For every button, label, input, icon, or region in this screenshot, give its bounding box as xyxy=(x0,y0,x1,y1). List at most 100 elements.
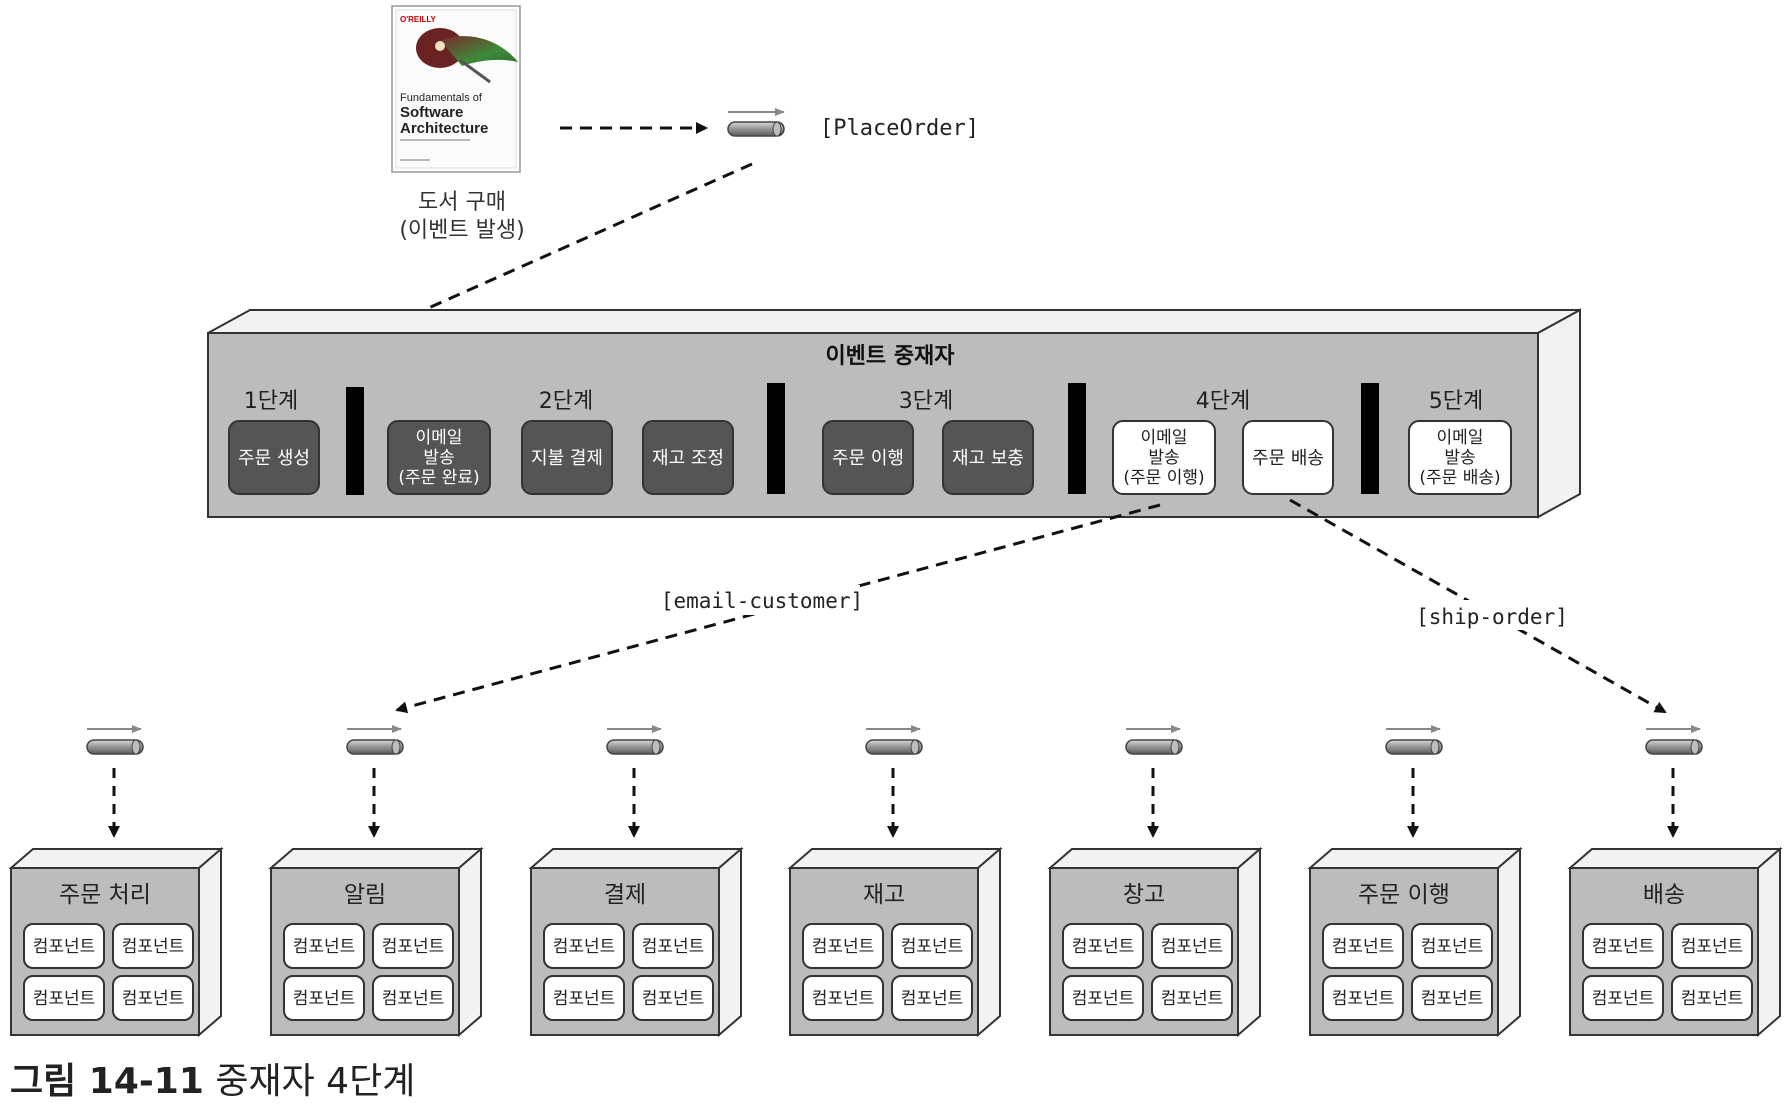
component-box: 컴포넌트 xyxy=(1671,975,1753,1021)
component-box: 컴포넌트 xyxy=(1322,975,1404,1021)
task-adjust-inventory: 재고 조정 xyxy=(642,420,734,495)
svg-text:재고 보충: 재고 보충 xyxy=(952,448,1024,469)
component-label: 컴포넌트 xyxy=(901,937,964,957)
step-label-3: 3단계 xyxy=(899,389,953,414)
task-email-order-shipped: 이메일 발송 (주문 배송) xyxy=(1408,420,1512,495)
component-box: 컴포넌트 xyxy=(1582,975,1664,1021)
svg-text:발송: 발송 xyxy=(423,448,454,468)
component-box: 컴포넌트 xyxy=(372,923,454,969)
component-label: 컴포넌트 xyxy=(553,937,616,957)
figure-number: 그림 14-11 xyxy=(10,1061,204,1102)
component-label: 컴포넌트 xyxy=(553,989,616,1009)
book-title-line3: Architecture xyxy=(400,120,488,137)
svg-text:(주문 이행): (주문 이행) xyxy=(1123,468,1204,488)
component-label: 컴포넌트 xyxy=(1072,937,1135,957)
component-label: 컴포넌트 xyxy=(642,937,705,957)
svg-text:발송: 발송 xyxy=(1148,448,1179,468)
topic-place-order-label: [PlaceOrder] xyxy=(820,116,979,141)
arrow-ship-topic xyxy=(1289,498,1667,714)
topic-cylinder xyxy=(1645,725,1703,755)
component-box: 컴포넌트 xyxy=(891,923,973,969)
component-label: 컴포넌트 xyxy=(1681,937,1744,957)
svg-text:이메일: 이메일 xyxy=(416,428,463,448)
topic-cylinder xyxy=(346,725,404,755)
component-label: 컴포넌트 xyxy=(122,989,185,1009)
label-bg xyxy=(665,585,860,615)
component-box: 컴포넌트 xyxy=(802,975,884,1021)
component-box: 컴포넌트 xyxy=(112,975,194,1021)
book-cover: O'REILLY Fundamentals of Software Archit… xyxy=(391,5,521,173)
component-label: 컴포넌트 xyxy=(901,989,964,1009)
book-caption-line2: (이벤트 발생) xyxy=(399,218,524,243)
topic-cylinder xyxy=(1385,725,1443,755)
service-name: 결제 xyxy=(604,882,646,908)
svg-text:주문 생성: 주문 생성 xyxy=(238,448,310,469)
component-label: 컴포넌트 xyxy=(1421,937,1484,957)
svg-text:재고 조정: 재고 조정 xyxy=(652,448,724,469)
task-create-order: 주문 생성 xyxy=(228,420,320,495)
book-caption-line1: 도서 구매 xyxy=(418,190,506,215)
topic-email-label: [email-customer] xyxy=(661,589,863,613)
component-box: 컴포넌트 xyxy=(1062,975,1144,1021)
task-payment: 지불 결제 xyxy=(521,420,613,495)
service-name: 주문 처리 xyxy=(59,882,151,908)
svg-text:이메일: 이메일 xyxy=(1141,428,1188,448)
component-label: 컴포넌트 xyxy=(33,989,96,1009)
step-label-5: 5단계 xyxy=(1429,389,1483,414)
component-label: 컴포넌트 xyxy=(33,937,96,957)
svg-text:발송: 발송 xyxy=(1444,448,1475,468)
component-label: 컴포넌트 xyxy=(382,937,445,957)
step-separator xyxy=(1068,383,1086,494)
service-name: 창고 xyxy=(1123,882,1165,908)
topic-cylinder xyxy=(86,725,144,755)
component-box: 컴포넌트 xyxy=(112,923,194,969)
task-ship-order: 주문 배송 xyxy=(1242,420,1334,495)
component-box: 컴포넌트 xyxy=(543,923,625,969)
step-separator xyxy=(767,383,785,494)
component-box: 컴포넌트 xyxy=(1322,923,1404,969)
arrow-email-topic xyxy=(395,503,1161,714)
component-label: 컴포넌트 xyxy=(1161,937,1224,957)
component-label: 컴포넌트 xyxy=(1072,989,1135,1009)
component-box: 컴포넌트 xyxy=(632,923,714,969)
bird-illustration xyxy=(416,28,518,84)
task-fulfill-order: 주문 이행 xyxy=(822,420,914,495)
service-name: 배송 xyxy=(1643,882,1685,908)
component-box: 컴포넌트 xyxy=(632,975,714,1021)
book-publisher: O'REILLY xyxy=(400,15,437,24)
component-label: 컴포넌트 xyxy=(122,937,185,957)
component-box: 컴포넌트 xyxy=(543,975,625,1021)
topic-cylinder xyxy=(865,725,923,755)
svg-text:주문 배송: 주문 배송 xyxy=(1252,448,1324,469)
component-box: 컴포넌트 xyxy=(1151,975,1233,1021)
component-label: 컴포넌트 xyxy=(812,937,875,957)
component-label: 컴포넌트 xyxy=(1421,989,1484,1009)
component-box: 컴포넌트 xyxy=(23,975,105,1021)
component-box: 컴포넌트 xyxy=(1582,923,1664,969)
component-box: 컴포넌트 xyxy=(283,923,365,969)
topic-cylinder xyxy=(1125,725,1183,755)
component-label: 컴포넌트 xyxy=(812,989,875,1009)
svg-text:지불 결제: 지불 결제 xyxy=(531,448,603,469)
mediator-title: 이벤트 중재자 xyxy=(825,344,955,369)
step-label-4: 4단계 xyxy=(1196,389,1250,414)
component-label: 컴포넌트 xyxy=(293,989,356,1009)
component-box: 컴포넌트 xyxy=(1411,975,1493,1021)
figure-caption: 그림 14-11 중재자 4단계 xyxy=(10,1052,415,1104)
service-name: 주문 이행 xyxy=(1358,882,1450,908)
component-box: 컴포넌트 xyxy=(802,923,884,969)
service-name: 재고 xyxy=(863,882,905,908)
topic-cylinder-place-order xyxy=(727,108,785,137)
component-box: 컴포넌트 xyxy=(283,975,365,1021)
component-label: 컴포넌트 xyxy=(1592,937,1655,957)
component-label: 컴포넌트 xyxy=(1332,937,1395,957)
task-email-order-fulfilled: 이메일 발송 (주문 이행) xyxy=(1112,420,1216,495)
svg-text:이메일: 이메일 xyxy=(1437,428,1484,448)
